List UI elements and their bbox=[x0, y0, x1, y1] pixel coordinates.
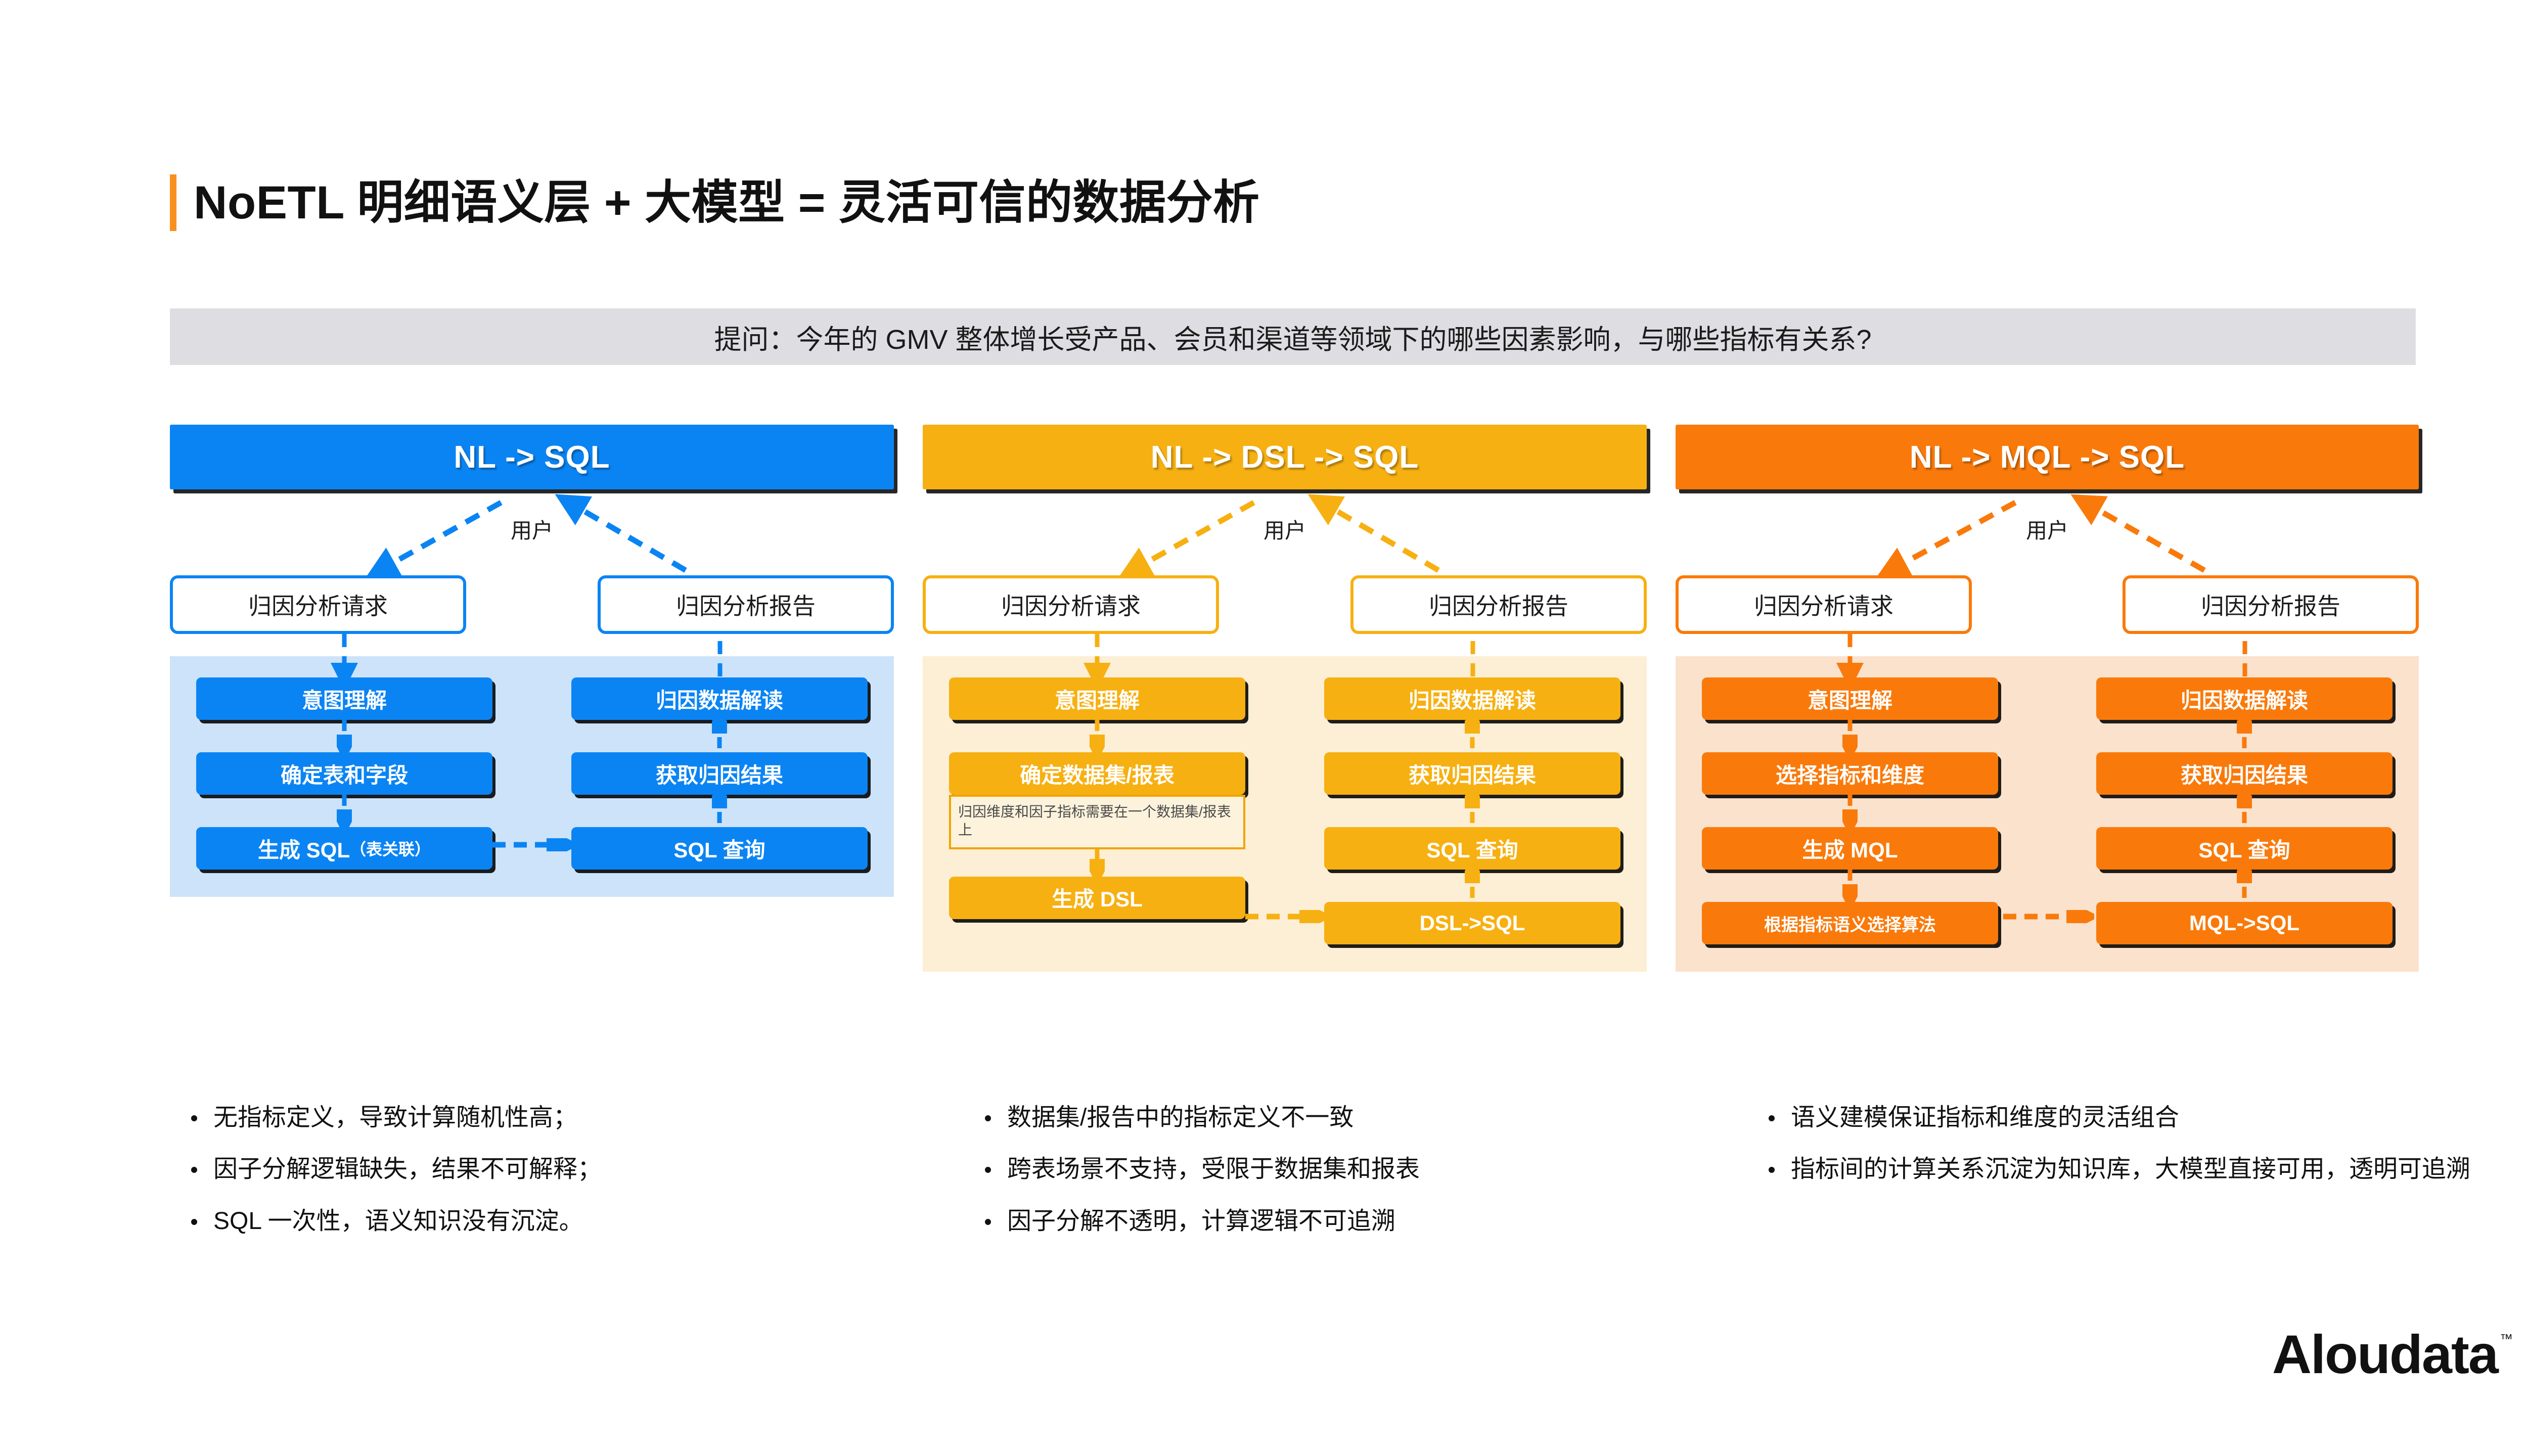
top-box-report-3: 归因分析报告 bbox=[2123, 575, 2419, 634]
column-header-nl-mql-sql: NL -> MQL -> SQL bbox=[1676, 425, 2419, 489]
step-box: 获取归因结果 bbox=[571, 752, 868, 795]
user-zone-3: 用户 bbox=[1676, 489, 2419, 575]
step-box-sql-query: SQL 查询 bbox=[571, 827, 868, 870]
top-box-request-3: 归因分析请求 bbox=[1676, 575, 1972, 634]
connector bbox=[1324, 720, 1620, 752]
bullet-item: 数据集/报告中的指标定义不一致 bbox=[981, 1102, 1729, 1133]
connector bbox=[2096, 795, 2392, 827]
top-box-request-1: 归因分析请求 bbox=[170, 575, 466, 634]
user-arrows-1 bbox=[365, 494, 687, 575]
step-box: 获取归因结果 bbox=[1324, 752, 1620, 795]
trademark-icon: ™ bbox=[2500, 1331, 2513, 1346]
bullet-item: 因子分解不透明，计算逻辑不可追溯 bbox=[981, 1206, 1729, 1237]
panel-entry-arrows-2 bbox=[1084, 634, 1475, 690]
flow-right-3: 归因数据解读 获取归因结果 SQL 查询 MQL->SQL bbox=[2096, 677, 2392, 944]
step-label: 生成 SQL bbox=[257, 838, 350, 862]
connector bbox=[1702, 720, 1998, 752]
top-boxes-2: 归因分析请求 归因分析报告 bbox=[923, 575, 1647, 634]
top-box-report-2: 归因分析报告 bbox=[1350, 575, 1647, 634]
connector bbox=[571, 720, 868, 752]
flow-left-3: 意图理解 选择指标和维度 生成 MQL 根据指标语义选择算法 bbox=[1702, 677, 1998, 944]
step-box-generate-dsl: 生成 DSL bbox=[949, 876, 1245, 919]
note-box-2: 归因维度和因子指标需要在一个数据集/报表上 bbox=[949, 795, 1245, 849]
question-banner: 提问：今年的 GMV 整体增长受产品、会员和渠道等领域下的哪些因素影响，与哪些指… bbox=[170, 308, 2416, 365]
step-box: 确定表和字段 bbox=[196, 752, 492, 795]
bullets-column-3: 语义建模保证指标和维度的灵活组合 指标间的计算关系沉淀为知识库，大模型直接可用，… bbox=[1765, 1102, 2523, 1206]
bullet-item: 无指标定义，导致计算随机性高； bbox=[187, 1102, 905, 1133]
bullet-item: 因子分解逻辑缺失，结果不可解释； bbox=[187, 1154, 905, 1185]
step-label-paren: （表关联） bbox=[350, 840, 431, 858]
step-box: 确定数据集/报表 bbox=[949, 752, 1245, 795]
user-zone-2: 用户 bbox=[923, 489, 1647, 575]
logo-wordmark: Aloudata bbox=[2272, 1324, 2499, 1385]
user-zone-1: 用户 bbox=[170, 489, 894, 575]
comparison-columns: NL -> SQL 用户 归因分析请求 归因分析报告 bbox=[170, 425, 2419, 972]
cross-arrow-1 bbox=[492, 838, 573, 851]
connector bbox=[2096, 720, 2392, 752]
flow-panel-3: 意图理解 选择指标和维度 生成 MQL 根据指标语义选择算法 bbox=[1676, 634, 2419, 972]
flow-right-1: 归因数据解读 获取归因结果 SQL 查询 bbox=[571, 677, 868, 870]
connector bbox=[1324, 795, 1620, 827]
title-text: NoETL 明细语义层 + 大模型 = 灵活可信的数据分析 bbox=[194, 177, 1260, 229]
page-title: NoETL 明细语义层 + 大模型 = 灵活可信的数据分析 bbox=[170, 174, 1260, 231]
title-accent-bar bbox=[170, 174, 176, 231]
question-text: 提问：今年的 GMV 整体增长受产品、会员和渠道等领域下的哪些因素影响，与哪些指… bbox=[714, 324, 1872, 355]
top-box-report-1: 归因分析报告 bbox=[598, 575, 894, 634]
step-box: 归因数据解读 bbox=[571, 677, 868, 720]
flow-left-1: 意图理解 确定表和字段 生成 SQL（表关联） bbox=[196, 677, 492, 870]
bullet-item: 指标间的计算关系沉淀为知识库，大模型直接可用，透明可追溯 bbox=[1765, 1154, 2523, 1185]
connector bbox=[949, 720, 1245, 752]
column-nl-mql-sql: NL -> MQL -> SQL 用户 归因分析请求 归因分析报告 bbox=[1676, 425, 2419, 972]
column-nl-sql: NL -> SQL 用户 归因分析请求 归因分析报告 bbox=[170, 425, 894, 972]
bullets-column-1: 无指标定义，导致计算随机性高； 因子分解逻辑缺失，结果不可解释； SQL 一次性… bbox=[187, 1102, 905, 1257]
aloudata-logo: Aloudata ™ bbox=[2272, 1327, 2513, 1382]
connector bbox=[2096, 870, 2392, 902]
bullet-item: 跨表场景不支持，受限于数据集和报表 bbox=[981, 1154, 1729, 1185]
step-box-select-algorithm: 根据指标语义选择算法 bbox=[1702, 902, 1998, 944]
user-label-2: 用户 bbox=[1263, 519, 1306, 542]
step-box-mql-to-sql: MQL->SQL bbox=[2096, 902, 2392, 944]
step-box: SQL 查询 bbox=[2096, 827, 2392, 870]
connector bbox=[196, 720, 492, 752]
column-header-nl-sql: NL -> SQL bbox=[170, 425, 894, 489]
connector bbox=[1324, 870, 1620, 902]
panel-entry-arrows-3 bbox=[1836, 634, 2247, 690]
step-box: 获取归因结果 bbox=[2096, 752, 2392, 795]
flow-panel-2: 意图理解 确定数据集/报表 归因维度和因子指标需要在一个数据集/报表上 生成 D… bbox=[923, 634, 1647, 972]
step-box: 归因数据解读 bbox=[2096, 677, 2392, 720]
step-box-dsl-to-sql: DSL->SQL bbox=[1324, 902, 1620, 944]
connector bbox=[1702, 795, 1998, 827]
connector bbox=[949, 849, 1245, 877]
step-box: 选择指标和维度 bbox=[1702, 752, 1998, 795]
connector bbox=[1702, 870, 1998, 902]
user-arrows-3 bbox=[1875, 494, 2206, 575]
connector bbox=[196, 795, 492, 827]
top-boxes-1: 归因分析请求 归因分析报告 bbox=[170, 575, 894, 634]
flow-left-2: 意图理解 确定数据集/报表 归因维度和因子指标需要在一个数据集/报表上 生成 D… bbox=[949, 677, 1245, 944]
panel-entry-arrows-1 bbox=[331, 634, 723, 690]
column-header-nl-dsl-sql: NL -> DSL -> SQL bbox=[923, 425, 1647, 489]
top-box-request-2: 归因分析请求 bbox=[923, 575, 1219, 634]
flow-right-2: 归因数据解读 获取归因结果 SQL 查询 DSL->SQL bbox=[1324, 677, 1620, 944]
bullet-item: 语义建模保证指标和维度的灵活组合 bbox=[1765, 1102, 2523, 1133]
user-label-3: 用户 bbox=[2025, 519, 2069, 542]
cross-arrow-3 bbox=[2003, 910, 2094, 923]
step-box: 归因数据解读 bbox=[1324, 677, 1620, 720]
top-boxes-3: 归因分析请求 归因分析报告 bbox=[1676, 575, 2419, 634]
bullets-column-2: 数据集/报告中的指标定义不一致 跨表场景不支持，受限于数据集和报表 因子分解不透… bbox=[981, 1102, 1729, 1257]
connector bbox=[571, 795, 868, 827]
step-box-generate-sql: 生成 SQL（表关联） bbox=[196, 827, 492, 870]
column-nl-dsl-sql: NL -> DSL -> SQL 用户 归因分析请求 归因分析报告 bbox=[923, 425, 1647, 972]
user-label-1: 用户 bbox=[510, 519, 554, 542]
bullet-item: SQL 一次性，语义知识没有沉淀。 bbox=[187, 1206, 905, 1237]
flow-panel-1: 意图理解 确定表和字段 生成 SQL（表关联） 归因数据解读 bbox=[170, 634, 894, 897]
user-arrows-2 bbox=[1118, 494, 1440, 575]
step-box: 生成 MQL bbox=[1702, 827, 1998, 870]
step-box: SQL 查询 bbox=[1324, 827, 1620, 870]
cross-arrow-2 bbox=[1245, 910, 1326, 923]
